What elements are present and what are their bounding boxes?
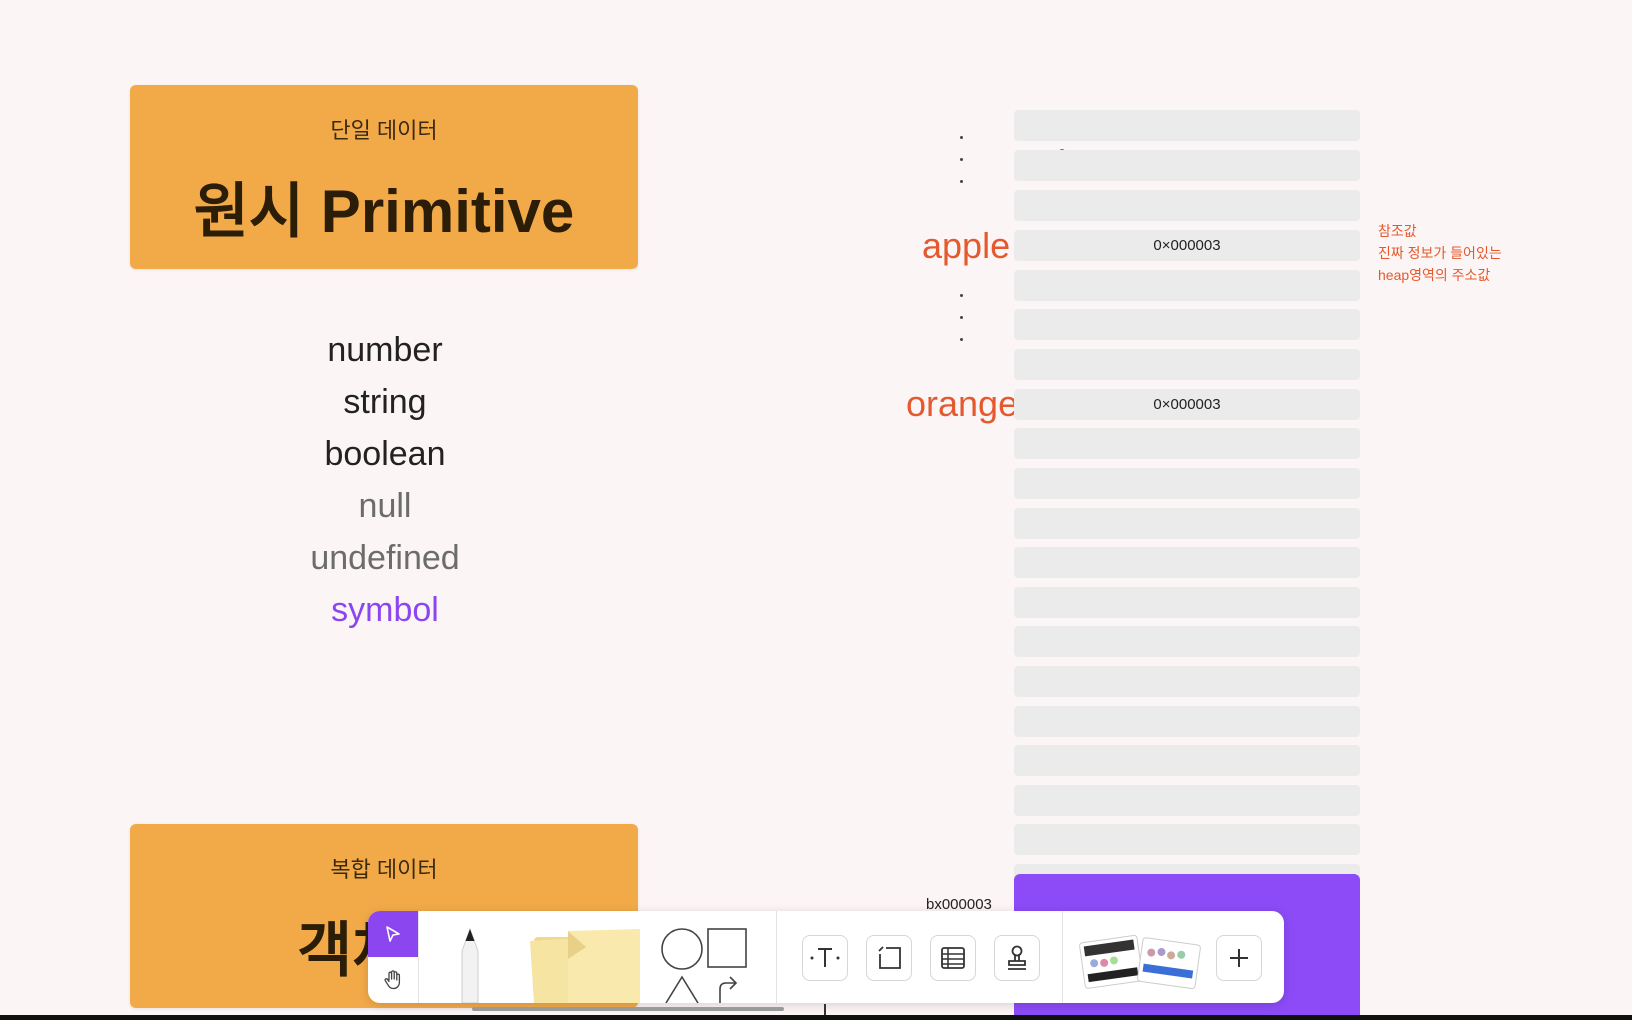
memory-slot[interactable] — [1014, 547, 1360, 578]
horizontal-scrollbar[interactable] — [472, 1007, 784, 1011]
variable-label-orange[interactable]: orange — [906, 383, 1019, 424]
memory-slot[interactable] — [1014, 468, 1360, 499]
shapes-icon[interactable] — [658, 927, 754, 1003]
type-undefined[interactable]: undefined — [310, 539, 460, 577]
memory-slot[interactable] — [1014, 309, 1360, 340]
memory-slot[interactable] — [1014, 666, 1360, 697]
memory-slot[interactable] — [1014, 587, 1360, 618]
type-boolean[interactable]: boolean — [324, 435, 446, 473]
pen-icon[interactable] — [448, 927, 492, 1003]
sticky-notes-icon[interactable] — [528, 929, 648, 1003]
toolbar-divider — [1062, 911, 1063, 1003]
pointer-icon[interactable] — [368, 911, 418, 957]
toolbar-divider — [418, 911, 419, 1003]
screen-bottom-edge — [0, 1015, 1632, 1020]
templates-icon[interactable] — [1076, 931, 1202, 994]
section-icon[interactable] — [866, 935, 912, 981]
memory-slot[interactable] — [1014, 785, 1360, 816]
memory-slot[interactable] — [1014, 706, 1360, 737]
memory-slot[interactable] — [1014, 508, 1360, 539]
heap-address-label: bx000003 — [926, 896, 992, 913]
variable-label-apple[interactable]: apple — [922, 225, 1011, 266]
memory-slot[interactable] — [1014, 824, 1360, 855]
memory-slot[interactable] — [1014, 150, 1360, 181]
annotation-line-3: heap영역의 주소값 — [1378, 267, 1491, 283]
primitive-type-list: number string boolean null undefined sym… — [260, 324, 510, 636]
object-card-subtitle: 복합 데이터 — [330, 857, 438, 882]
type-string[interactable]: string — [343, 383, 427, 421]
primitive-card[interactable]: 단일 데이터 원시 Primitive — [130, 85, 638, 269]
memory-slot[interactable] — [1014, 428, 1360, 459]
annotation-line-1: 참조값 — [1378, 223, 1417, 239]
memory-slot[interactable] — [1014, 190, 1360, 221]
toolbar-divider — [776, 911, 777, 1003]
type-symbol[interactable]: symbol — [331, 591, 439, 629]
reference-annotation[interactable]: 참조값 진짜 정보가 들어있는 heap영역의 주소값 — [1378, 220, 1502, 286]
primitive-card-title: 원시 Primitive — [193, 178, 575, 245]
memory-slot[interactable] — [1014, 626, 1360, 657]
text-cursor — [824, 1004, 826, 1018]
table-icon[interactable] — [930, 935, 976, 981]
memory-slot-orange[interactable]: 0×000003 — [1014, 389, 1360, 420]
memory-slot[interactable] — [1014, 270, 1360, 301]
memory-slot[interactable] — [1014, 745, 1360, 776]
text-icon[interactable] — [802, 935, 848, 981]
annotation-line-2: 진짜 정보가 들어있는 — [1378, 245, 1502, 261]
hand-icon[interactable] — [368, 957, 418, 1003]
bottom-toolbar — [368, 911, 1284, 1003]
primitive-card-subtitle: 단일 데이터 — [330, 118, 438, 143]
stamp-icon[interactable] — [994, 935, 1040, 981]
type-number[interactable]: number — [327, 331, 443, 369]
memory-slot[interactable] — [1014, 110, 1360, 141]
memory-slot-apple[interactable]: 0×000003 — [1014, 230, 1360, 261]
memory-slot[interactable] — [1014, 349, 1360, 380]
plus-icon[interactable] — [1216, 935, 1262, 981]
type-null[interactable]: null — [358, 487, 412, 525]
